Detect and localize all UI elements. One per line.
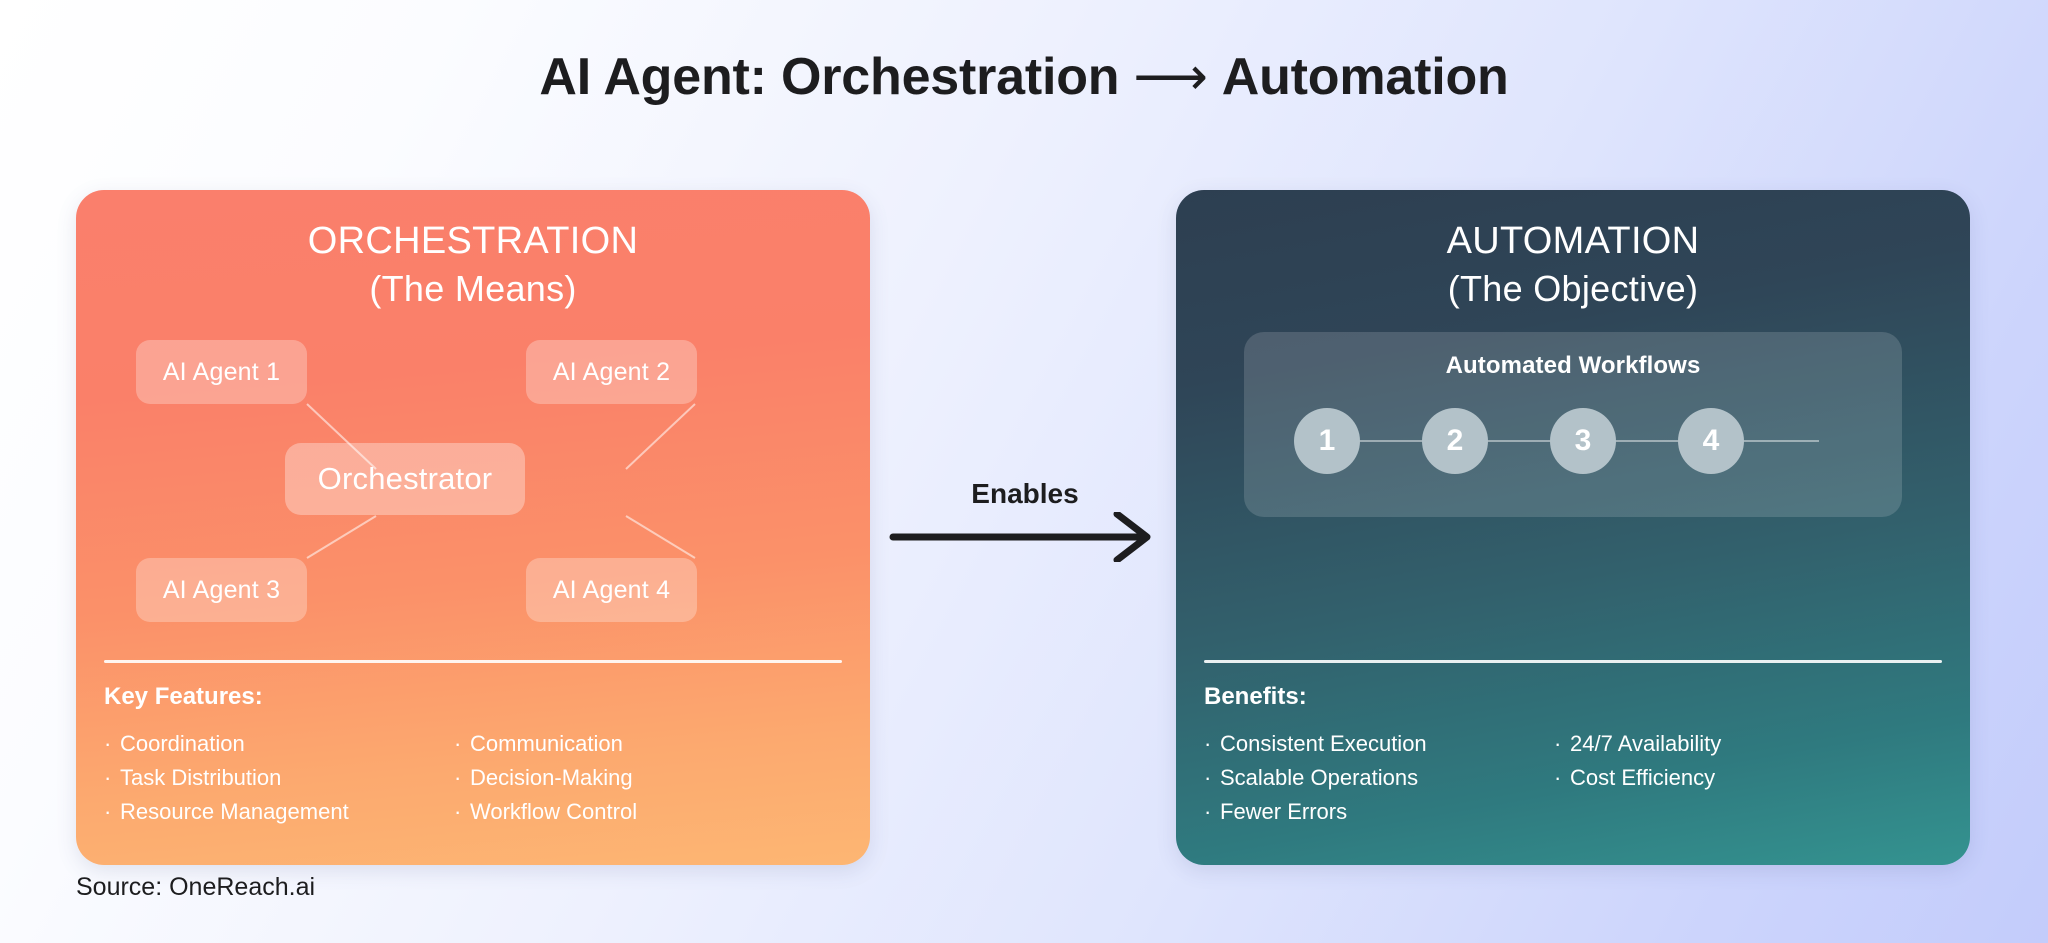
agent-node-1-label: AI Agent 1	[162, 357, 281, 386]
key-features-column-1: · Coordination · Task Distribution · Resour…	[104, 727, 454, 829]
bullet-icon: ·	[104, 799, 112, 824]
title-arrow-icon: ⟶	[1133, 48, 1208, 106]
bullet-icon: ·	[1554, 765, 1562, 790]
workflow-step-1-label: 1	[1318, 424, 1336, 457]
list-item: · Resource Management	[104, 795, 454, 829]
bullet-icon: ·	[454, 731, 462, 756]
list-item-label: Workflow Control	[470, 799, 638, 824]
list-item: · Task Distribution	[104, 761, 454, 795]
agent-node-3[interactable]: AI Agent 3	[136, 558, 307, 622]
list-item: · Fewer Errors	[1204, 795, 1554, 829]
agent-node-4[interactable]: AI Agent 4	[526, 558, 697, 622]
agent-connector-lines	[306, 403, 696, 559]
workflow-step-3[interactable]: 3	[1550, 408, 1616, 474]
benefits-column-1: · Consistent Execution · Scalable Operatio…	[1204, 727, 1554, 829]
list-item: · Cost Efficiency	[1554, 761, 1904, 795]
automation-subheading-text: (The Objective)	[1447, 267, 1699, 309]
enables-label: Enables	[971, 478, 1079, 509]
orchestration-panel: ORCHESTRATION (The Means) AI Agent 1 AI …	[76, 190, 870, 865]
list-item-label: Decision-Making	[470, 765, 633, 790]
title-left-text: AI Agent: Orchestration	[539, 48, 1120, 106]
orchestration-heading: ORCHESTRATION (The Means)	[76, 218, 870, 311]
source-label: Source: OneReach.ai	[76, 873, 316, 901]
benefits-heading: Benefits:	[1204, 683, 1307, 710]
bullet-icon: ·	[454, 765, 462, 790]
key-features-heading: Key Features:	[104, 683, 263, 710]
page-title: AI Agent: Orchestration⟶Automation	[0, 47, 2048, 107]
agent-node-2-label: AI Agent 2	[552, 357, 671, 386]
automated-workflows-box: Automated Workflows 1 2 3 4	[1244, 332, 1902, 517]
bullet-icon: ·	[104, 765, 112, 790]
list-item: · 24/7 Availability	[1554, 727, 1904, 761]
workflow-step-4[interactable]: 4	[1678, 408, 1744, 474]
bullet-icon: ·	[1204, 731, 1212, 756]
agent-node-2[interactable]: AI Agent 2	[526, 340, 697, 404]
list-item: · Coordination	[104, 727, 454, 761]
bullet-icon: ·	[104, 731, 112, 756]
automation-heading-text: AUTOMATION	[1446, 220, 1700, 262]
orchestration-heading-text: ORCHESTRATION	[307, 220, 639, 262]
bullet-icon: ·	[1204, 799, 1212, 824]
automation-panel: AUTOMATION (The Objective) Automated Wor…	[1176, 190, 1970, 865]
bullet-icon: ·	[1554, 731, 1562, 756]
list-item-label: Consistent Execution	[1220, 731, 1427, 756]
orchestrator-node-label: Orchestrator	[317, 461, 493, 496]
key-features-columns: · Coordination · Task Distribution · Resour…	[104, 727, 844, 829]
agent-network-graph: AI Agent 1 AI Agent 2 Orchestrator AI Ag…	[76, 330, 870, 630]
orchestrator-node[interactable]: Orchestrator	[285, 443, 525, 515]
list-item-label: Communication	[470, 731, 623, 756]
title-right-text: Automation	[1221, 48, 1509, 106]
benefits-column-2: · 24/7 Availability · Cost Efficiency	[1554, 727, 1904, 829]
list-item-label: Task Distribution	[120, 765, 282, 790]
workflow-step-2[interactable]: 2	[1422, 408, 1488, 474]
workflow-step-4-label: 4	[1702, 424, 1720, 457]
agent-node-3-label: AI Agent 3	[162, 575, 281, 604]
automated-workflows-title: Automated Workflows	[1445, 352, 1701, 379]
workflow-step-3-label: 3	[1574, 424, 1592, 457]
orchestration-subheading-text: (The Means)	[369, 267, 577, 309]
list-item-label: 24/7 Availability	[1570, 731, 1722, 756]
workflow-steps: 1 2 3 4	[1294, 408, 1852, 474]
enables-arrow-icon	[889, 512, 1151, 562]
list-item-label: Cost Efficiency	[1570, 765, 1716, 790]
list-item-label: Resource Management	[120, 799, 349, 824]
list-item-label: Coordination	[120, 731, 245, 756]
list-item-label: Fewer Errors	[1220, 799, 1348, 824]
agent-node-4-label: AI Agent 4	[552, 575, 671, 604]
workflow-step-1[interactable]: 1	[1294, 408, 1360, 474]
benefits-columns: · Consistent Execution · Scalable Operatio…	[1204, 727, 1944, 829]
list-item-label: Scalable Operations	[1220, 765, 1419, 790]
automation-divider	[1204, 660, 1942, 663]
agent-node-1[interactable]: AI Agent 1	[136, 340, 307, 404]
automation-heading: AUTOMATION (The Objective)	[1176, 218, 1970, 311]
orchestration-divider	[104, 660, 842, 663]
list-item: · Communication	[454, 727, 804, 761]
workflow-step-2-label: 2	[1446, 424, 1464, 457]
bullet-icon: ·	[1204, 765, 1212, 790]
list-item: · Consistent Execution	[1204, 727, 1554, 761]
list-item: · Decision-Making	[454, 761, 804, 795]
key-features-column-2: · Communication · Decision-Making · Workflo…	[454, 727, 804, 829]
bullet-icon: ·	[454, 799, 462, 824]
list-item: · Workflow Control	[454, 795, 804, 829]
list-item: · Scalable Operations	[1204, 761, 1554, 795]
